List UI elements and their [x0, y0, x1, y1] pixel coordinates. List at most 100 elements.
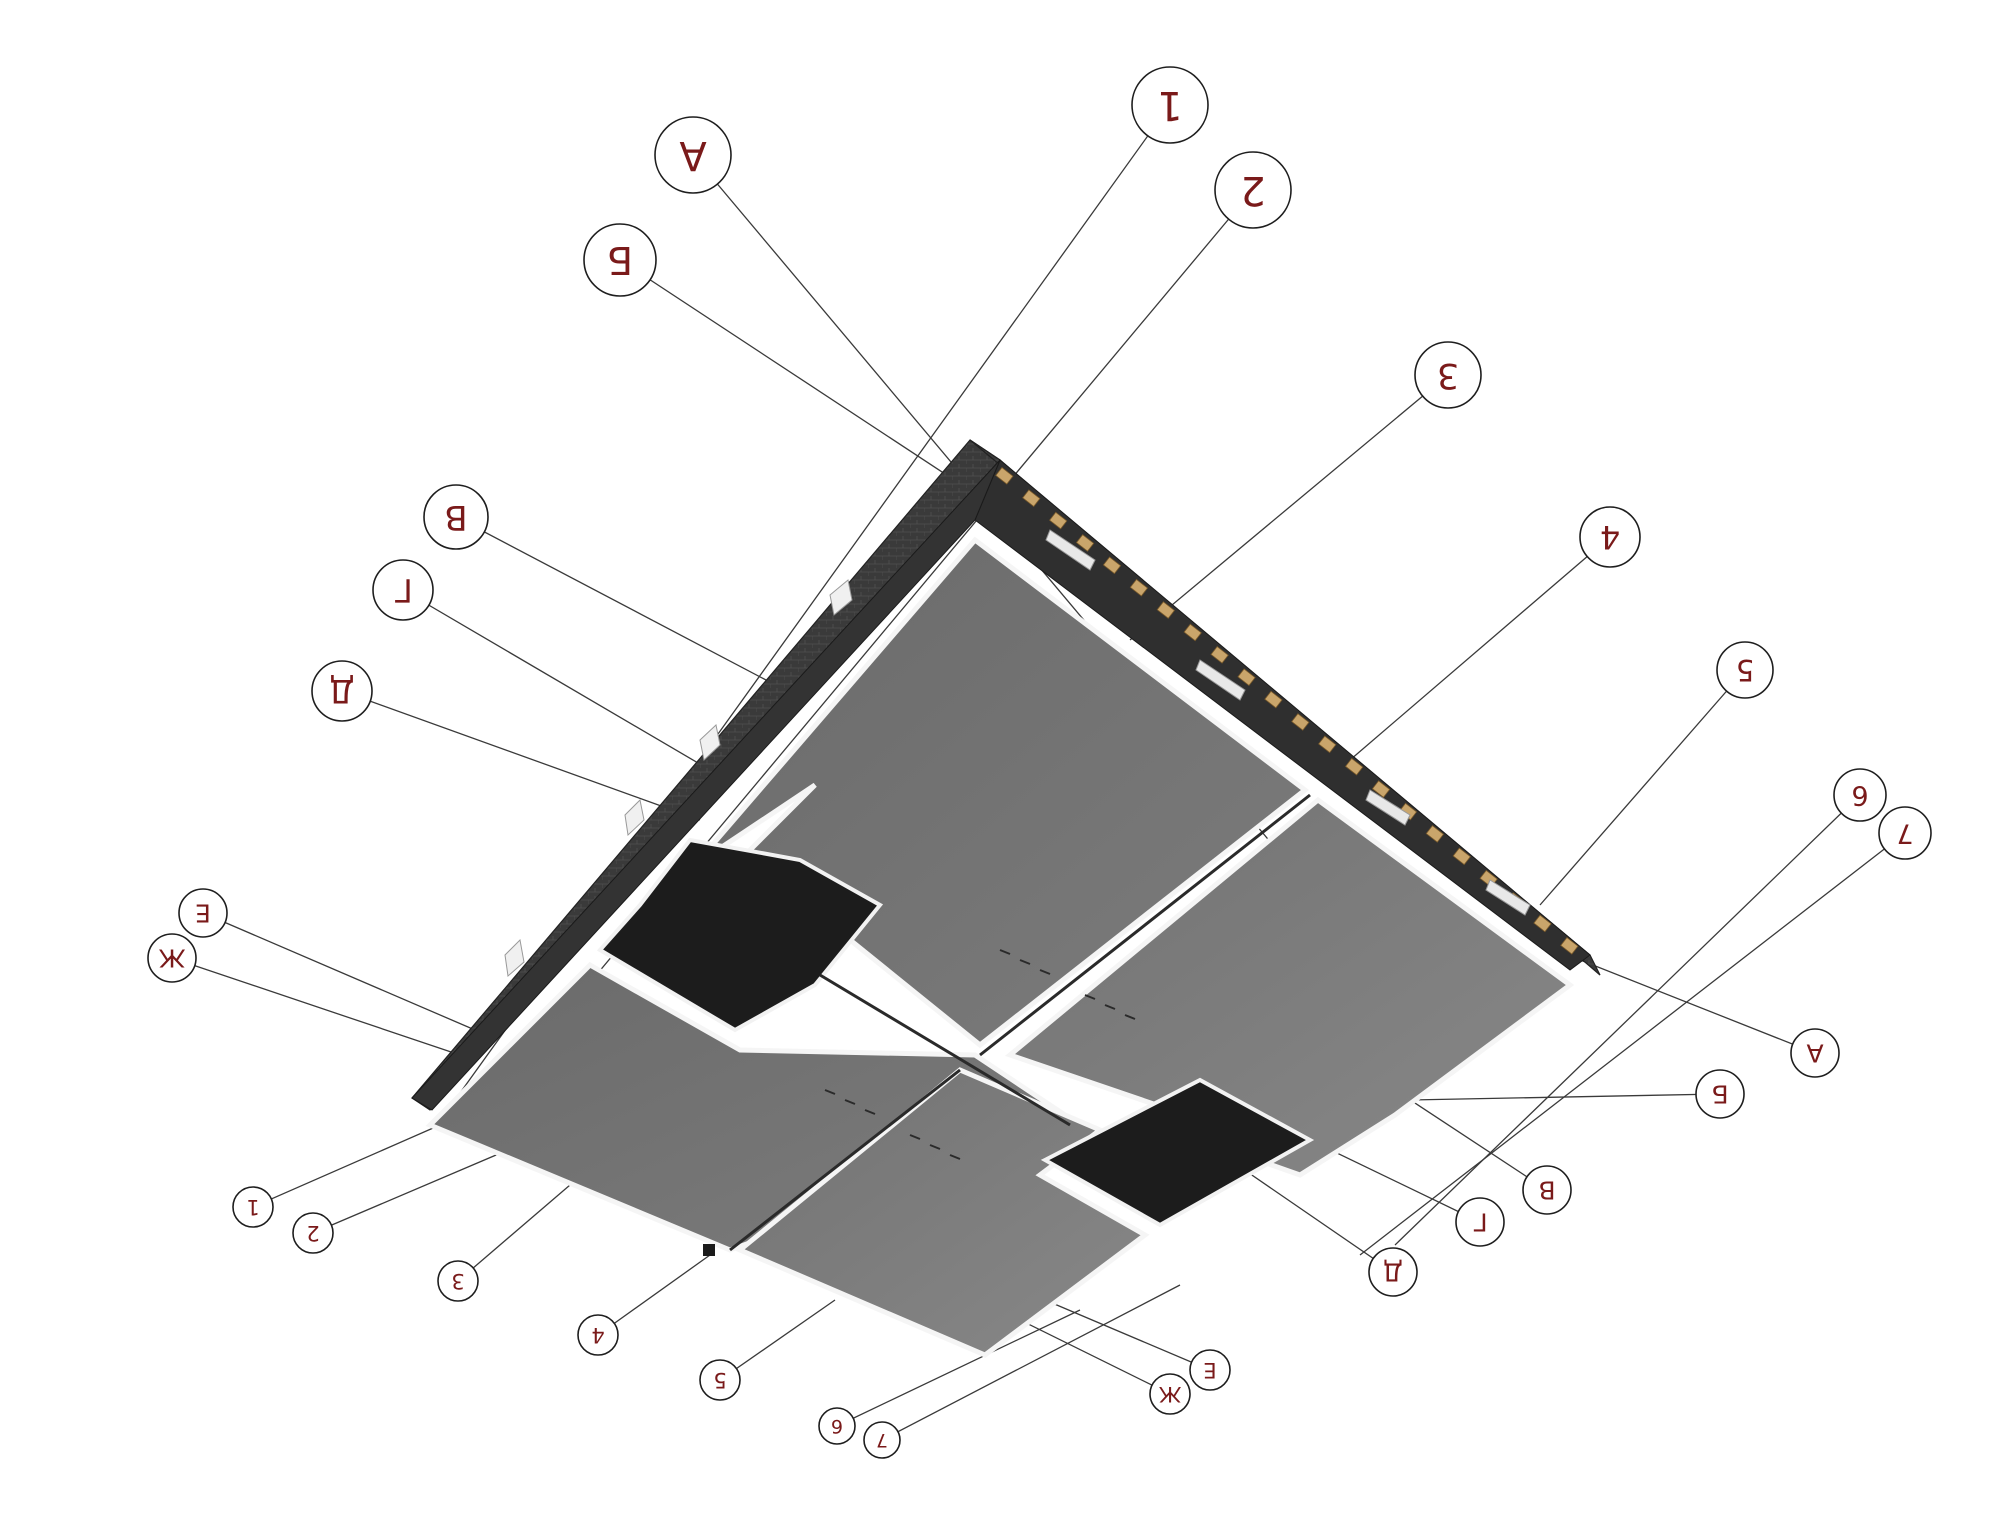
roof-beam	[1049, 511, 1068, 530]
grid-bubble-right_side-3: Г	[1455, 1197, 1505, 1247]
grid-bubble-icon	[1131, 66, 1209, 144]
grid-bubble-icon	[311, 660, 373, 722]
grid-leader-left_side-4	[171, 957, 461, 1056]
grid-leader-left_side-1	[402, 589, 711, 771]
grid-bubble-label: 3	[1437, 355, 1459, 395]
roof-beam	[995, 466, 1014, 485]
grid-leader-right_side-5	[1044, 1299, 1211, 1371]
grid-bubble-label: Ж	[1158, 1382, 1181, 1406]
grid-bubble-label: А	[1806, 1039, 1823, 1068]
column-post	[703, 1244, 715, 1256]
grid-bubble-icon	[654, 116, 732, 194]
grid-bubble-label: Г	[1472, 1208, 1487, 1237]
grid-bubble-icon	[1790, 1028, 1840, 1078]
roof-beam	[1371, 780, 1391, 798]
grid-bubble-icon	[1579, 506, 1641, 568]
grid-leader-top_small-4	[1359, 832, 1906, 1256]
grid-bubble-icon	[863, 1421, 901, 1459]
building-underside	[411, 439, 1601, 1358]
grid-bubble-icon	[1414, 341, 1482, 409]
grid-bubble-right_side-0: А	[1790, 1028, 1840, 1078]
grid-leader-right_side-4	[1229, 1159, 1394, 1273]
grid-bubble-label: 1	[1157, 82, 1182, 128]
grid-bubble-top_small-1: 4	[1579, 506, 1641, 568]
grid-leader-bottom_side-6	[881, 1284, 1181, 1441]
grid-bubble-icon	[147, 933, 197, 983]
roof-beam	[1210, 646, 1229, 664]
grid-leader-right_side-1	[1409, 1093, 1721, 1101]
anchor-marks	[824, 949, 1136, 1160]
grid-bubble-label: 3	[451, 1269, 464, 1293]
grid-bubble-label: 5	[1736, 653, 1754, 687]
roof-beam	[1533, 914, 1552, 933]
grid-leader-top_small-0	[1129, 374, 1449, 641]
grid-bubble-icon	[1695, 1069, 1745, 1119]
roof-beam	[1318, 735, 1337, 754]
grid-leader-top_small-3	[1394, 794, 1861, 1246]
grid-bubble-label: Е	[195, 899, 211, 928]
roof-beam	[1264, 690, 1283, 709]
grid-bubble-left_side-3: Е	[178, 888, 228, 938]
grid-bubble-label: Д	[330, 672, 355, 710]
grid-bubble-bottom_side-4: 5	[699, 1359, 741, 1401]
roof-beam	[1452, 847, 1471, 866]
grid-bubble-label: Б	[1711, 1080, 1728, 1109]
grid-bubble-label: 4	[1600, 518, 1620, 556]
panel-joint-1	[819, 973, 1071, 1127]
grid-bubble-label: 7	[876, 1429, 888, 1451]
grid-bubble-label: A	[679, 132, 707, 178]
grid-bubble-icon	[1189, 1349, 1231, 1391]
grid-bubble-label: 4	[591, 1323, 604, 1347]
grid-bubble-top_small-2: 5	[1716, 641, 1774, 699]
grid-bubble-left_side-2: Д	[311, 660, 373, 722]
grid-bubble-label: 6	[1851, 780, 1868, 811]
grid-leader-bottom_side-0	[252, 1124, 441, 1208]
grid-bubble-label: Ж	[158, 944, 185, 973]
roof-beam	[1425, 825, 1445, 843]
grid-bubble-label: Г	[393, 571, 413, 609]
stair-opening-left	[596, 837, 884, 1033]
roof-beam	[1183, 623, 1202, 642]
grid-leader-left_side-3	[202, 912, 476, 1031]
roof-beam	[1022, 489, 1041, 507]
roof-beam	[1237, 668, 1256, 687]
wall-rim-left	[411, 459, 1001, 1111]
grid-bubble-label: 2	[1240, 167, 1265, 213]
roof-beam	[1075, 534, 1095, 552]
grid-bubble-top_small-3: 6	[1833, 768, 1887, 822]
grid-bubble-right_side-1: Б	[1695, 1069, 1745, 1119]
grid-bubble-label: Д	[1383, 1258, 1403, 1287]
grid-leader-left_side-0	[455, 516, 786, 691]
grid-bubble-top_small-0: 3	[1414, 341, 1482, 409]
grid-leader-bottom_side-4	[719, 1299, 836, 1381]
grid-bubble-icon	[1878, 806, 1932, 860]
grid-bubble-left_side-0: В	[423, 484, 489, 550]
grid-bubble-icon	[372, 559, 434, 621]
panel-joint-2	[979, 793, 1311, 1057]
top-wall-windows	[1045, 529, 1531, 916]
roof-beam	[1156, 601, 1175, 619]
grid-bubble-top_big-2: 2	[1214, 151, 1292, 229]
grid-bubble-right_side-2: В	[1522, 1165, 1572, 1215]
grid-leader-left_side-2	[341, 690, 701, 821]
grid-bubble-top_small-4: 7	[1878, 806, 1932, 860]
left-wall-windows	[504, 579, 853, 977]
grid-bubble-top_big-1: 1	[1131, 66, 1209, 144]
grid-bubble-top_big-3: Б	[583, 223, 657, 297]
grid-bubble-icon	[292, 1212, 334, 1254]
grid-bubble-icon	[818, 1407, 856, 1445]
grid-bubble-icon	[1455, 1197, 1505, 1247]
grid-bubble-right_side-5: Е	[1189, 1349, 1231, 1391]
grid-bubble-label: 7	[1896, 818, 1913, 849]
stair-opening-right	[1040, 1077, 1315, 1228]
grid-bubble-icon	[1716, 641, 1774, 699]
grid-bubble-label: В	[1538, 1176, 1555, 1205]
grid-leader-right_side-6	[1009, 1314, 1171, 1395]
grid-bubble-bottom_side-0: 1	[232, 1186, 274, 1228]
panel-joint-3	[729, 1068, 961, 1252]
roof-beam	[1129, 578, 1149, 597]
grid-bubble-icon	[1368, 1247, 1418, 1297]
grid-bubble-icon	[1214, 151, 1292, 229]
